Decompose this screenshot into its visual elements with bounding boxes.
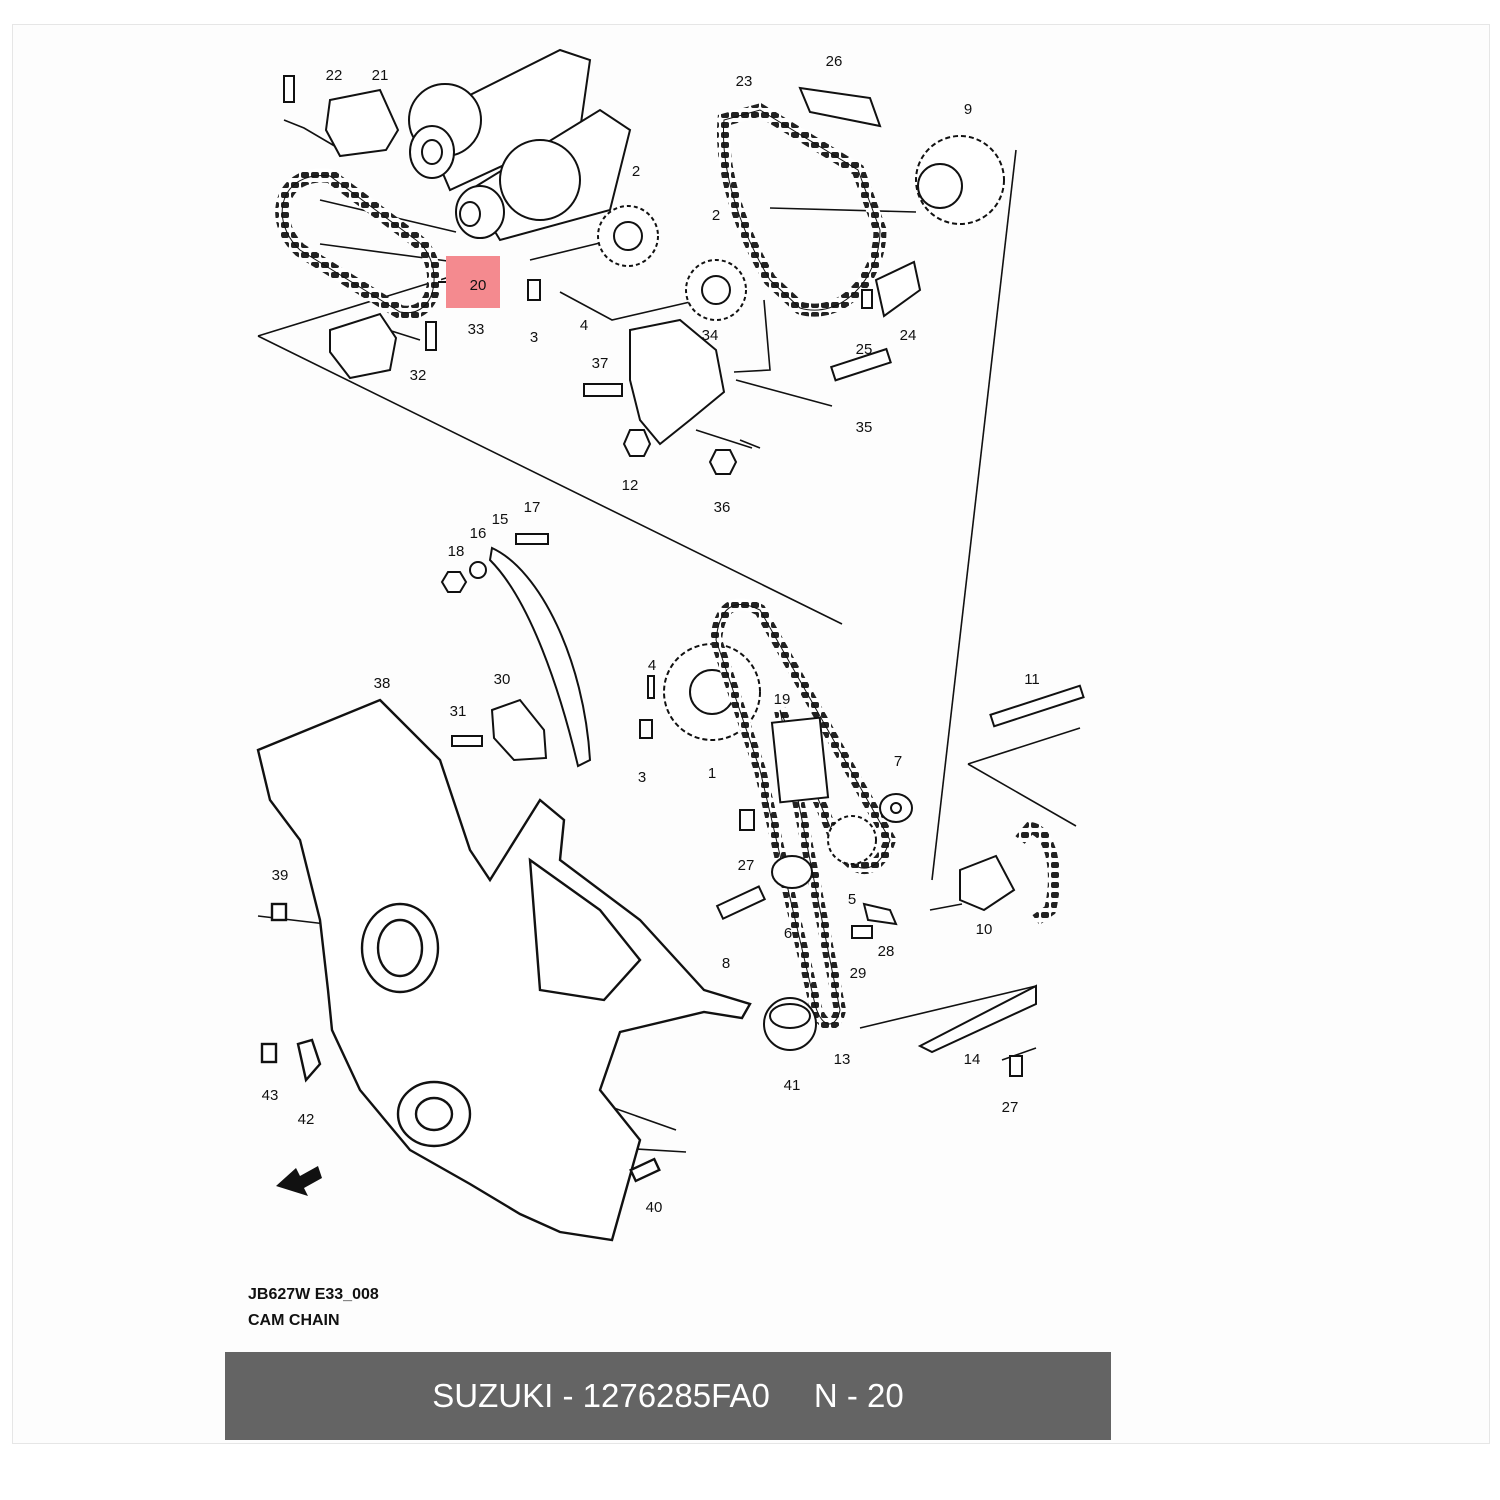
callout-2b[interactable]: 2 — [712, 207, 720, 224]
lower-parts — [715, 684, 1085, 1077]
highlighted-part-box[interactable] — [446, 256, 500, 308]
callout-35[interactable]: 35 — [856, 419, 873, 436]
callout-33[interactable]: 33 — [468, 321, 485, 338]
lower-cam-chain — [709, 598, 1060, 1030]
callout-22[interactable]: 22 — [326, 67, 343, 84]
callout-30[interactable]: 30 — [494, 671, 511, 688]
callout-23[interactable]: 23 — [736, 73, 753, 90]
callout-8[interactable]: 8 — [722, 955, 730, 972]
part-info-footer: SUZUKI - 1276285FA0 N - 20 — [225, 1352, 1111, 1440]
callout-12[interactable]: 12 — [622, 477, 639, 494]
callout-4b[interactable]: 4 — [648, 657, 656, 674]
callout-28[interactable]: 28 — [878, 943, 895, 960]
callout-18[interactable]: 18 — [448, 543, 465, 560]
callout-27b[interactable]: 27 — [1002, 1099, 1019, 1116]
callout-40[interactable]: 40 — [646, 1199, 663, 1216]
upper-right-parts — [798, 86, 1005, 318]
callout-6[interactable]: 6 — [784, 925, 792, 942]
callout-29[interactable]: 29 — [850, 965, 867, 982]
cam-sprockets — [527, 205, 747, 321]
callout-31[interactable]: 31 — [450, 703, 467, 720]
middle-guide-parts — [440, 533, 592, 768]
callout-4a[interactable]: 4 — [580, 317, 588, 334]
timing-cover — [256, 698, 752, 1242]
callout-10[interactable]: 10 — [976, 921, 993, 938]
camshafts — [408, 48, 632, 242]
callout-3b[interactable]: 3 — [638, 769, 646, 786]
callout-16[interactable]: 16 — [470, 525, 487, 542]
callout-17[interactable]: 17 — [524, 499, 541, 516]
part-number-text: SUZUKI - 1276285FA0 — [432, 1377, 770, 1414]
front-arrow-icon — [276, 1166, 322, 1196]
callout-34[interactable]: 34 — [702, 327, 719, 344]
upper-right-chain — [717, 102, 887, 317]
callout-36[interactable]: 36 — [714, 499, 731, 516]
callout-7[interactable]: 7 — [894, 753, 902, 770]
callout-9[interactable]: 9 — [964, 101, 972, 118]
callout-27a[interactable]: 27 — [738, 857, 755, 874]
callout-42[interactable]: 42 — [298, 1111, 315, 1128]
callout-19[interactable]: 19 — [774, 691, 791, 708]
callout-38[interactable]: 38 — [374, 675, 391, 692]
callout-39[interactable]: 39 — [272, 867, 289, 884]
callout-13[interactable]: 13 — [834, 1051, 851, 1068]
upper-cam-chain — [275, 168, 442, 320]
callout-32[interactable]: 32 — [410, 367, 427, 384]
callout-43[interactable]: 43 — [262, 1087, 279, 1104]
callout-labels: 20 22 21 2 2 23 26 9 33 32 3 4 34 37 25 … — [262, 53, 1040, 1216]
callout-14[interactable]: 14 — [964, 1051, 981, 1068]
callout-21[interactable]: 21 — [372, 67, 389, 84]
callout-3a[interactable]: 3 — [530, 329, 538, 346]
callout-37[interactable]: 37 — [592, 355, 609, 372]
drawing-code: JB627W E33_008 — [248, 1286, 379, 1303]
callout-1[interactable]: 1 — [708, 765, 716, 782]
callout-11[interactable]: 11 — [1024, 671, 1040, 688]
position-text: N - 20 — [813, 1377, 904, 1414]
upper-left-parts — [283, 75, 437, 380]
callout-25[interactable]: 25 — [856, 341, 873, 358]
callout-2a[interactable]: 2 — [632, 163, 640, 180]
tensioner-34 — [583, 318, 892, 475]
callout-41[interactable]: 41 — [784, 1077, 801, 1094]
callout-26[interactable]: 26 — [826, 53, 843, 70]
drawing-title: CAM CHAIN — [248, 1312, 340, 1329]
callout-5[interactable]: 5 — [848, 891, 856, 908]
callout-20[interactable]: 20 — [470, 277, 487, 294]
callout-15[interactable]: 15 — [492, 511, 509, 528]
callout-24[interactable]: 24 — [900, 327, 917, 344]
